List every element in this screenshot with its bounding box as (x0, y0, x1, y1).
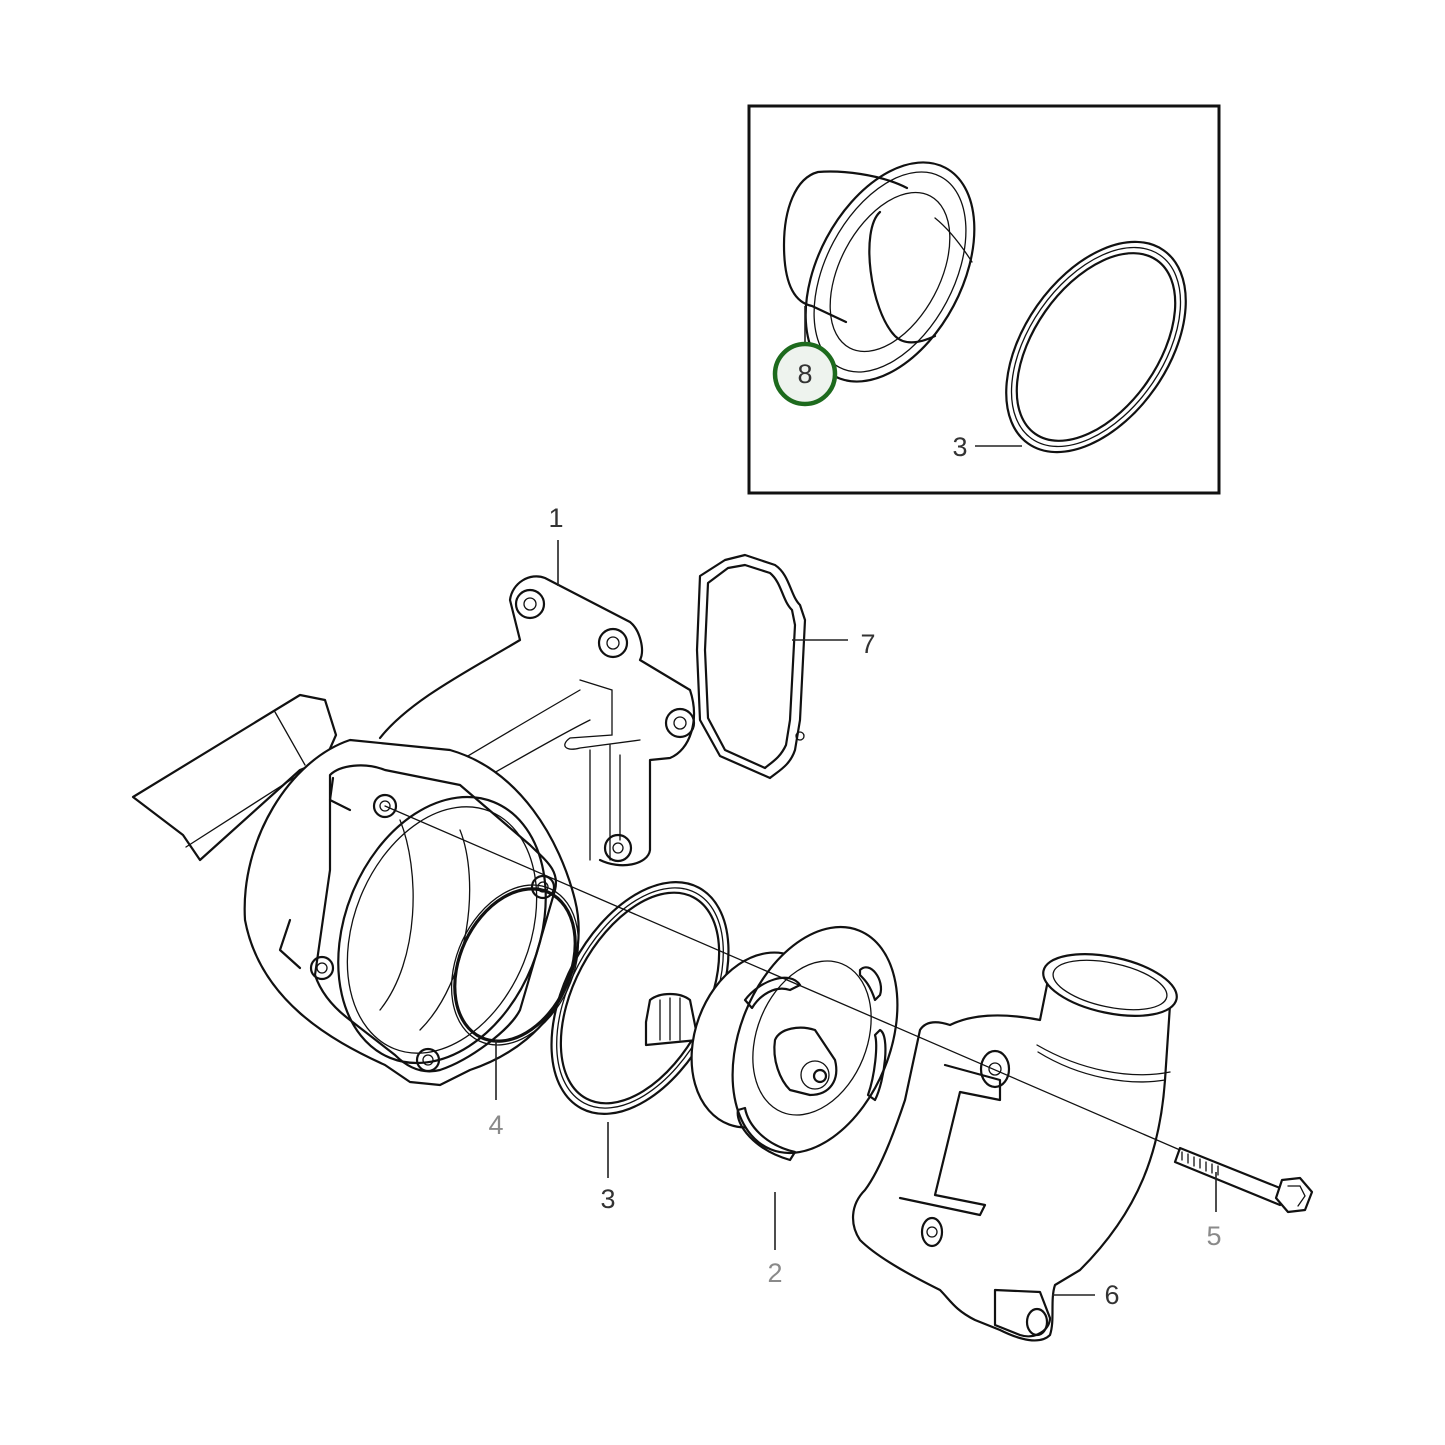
callout-8-highlighted[interactable]: 8 (772, 341, 838, 407)
callout-label-5: 5 (1206, 1221, 1221, 1251)
thermostat-part-2[interactable] (644, 902, 929, 1177)
callout-label-8: 8 (797, 359, 812, 389)
sealing-ring-inset[interactable] (969, 209, 1222, 485)
bolt-part-5[interactable] (1173, 1146, 1314, 1214)
thermostat-housing-part-1[interactable] (131, 575, 696, 1094)
callouts: 1 7 4 3 2 5 6 (488, 503, 1221, 1310)
callout-label-4: 4 (488, 1110, 503, 1140)
outlet-elbow-part-6[interactable] (852, 943, 1182, 1342)
callout-label-6: 6 (1104, 1280, 1119, 1310)
callout-label-3-inset: 3 (952, 432, 967, 462)
callout-label-1: 1 (548, 503, 563, 533)
housing-gasket-part-7[interactable] (695, 553, 807, 780)
callout-label-7: 7 (860, 629, 875, 659)
callout-label-2: 2 (767, 1258, 782, 1288)
assembly-axis (384, 805, 1181, 1151)
callout-label-3: 3 (600, 1184, 615, 1214)
inset-panel: 8 3 (747, 104, 1222, 495)
